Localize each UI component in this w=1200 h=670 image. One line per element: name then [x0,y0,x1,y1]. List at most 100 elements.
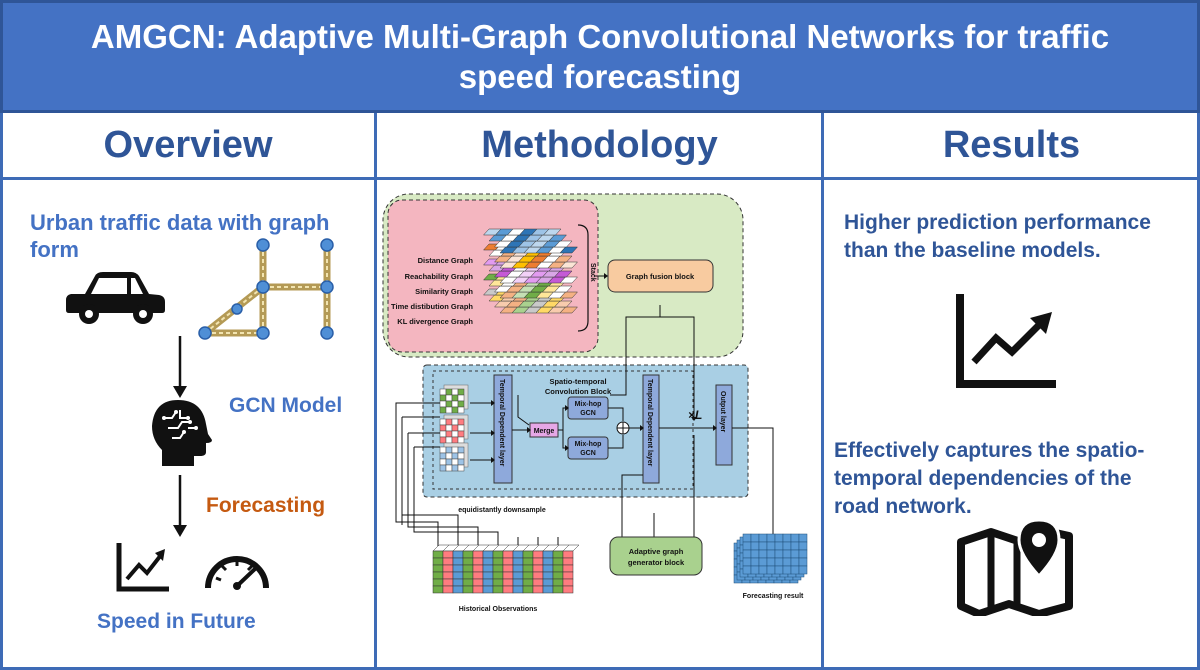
result-cell [766,557,776,567]
graph-cell [548,234,568,242]
history-cell [562,578,574,587]
history-cell [432,550,444,559]
result-cell [750,565,760,575]
input-grid-cell [457,452,465,460]
urban-traffic-line-2: form [30,237,79,262]
input-grid-cell [451,452,459,460]
input-grid-cell [457,400,465,408]
performance-chart-icon [956,294,1056,388]
overview-heading: Overview [0,113,376,180]
input-grid-cell [451,446,459,454]
history-cell [492,578,504,587]
graph-fusion-label: Graph fusion block [626,272,695,281]
merge-label: Merge [534,428,555,435]
adaptive-graph-block [609,536,703,576]
title-line-2: speed forecasting [458,57,742,95]
st-block-label-1: Spatio-temporal [549,377,606,386]
mixhop-1-label-1: Mix-hop [575,401,602,408]
history-cell [532,557,544,566]
result-1-line-2: than the baseline models. [844,239,1101,262]
history-cell [522,571,534,580]
history-cell [472,557,484,566]
input-grid-cell [445,446,453,454]
forecasting-label: Forecasting [206,494,326,517]
result-cell [750,557,760,567]
input-grid-cell [439,452,447,460]
result-2-line-3: road network. [834,495,972,518]
result-cell [742,549,752,559]
history-cell [482,557,494,566]
input-grid-cell [445,400,453,408]
input-grid-cell [439,394,447,402]
result-cell [766,541,776,551]
result-cell [790,549,800,559]
input-grid-cell [457,430,465,438]
input-grid-cell [457,388,465,396]
input-grids [439,384,469,472]
temporal-layer-1 [493,374,513,484]
input-grid-cell [445,458,453,466]
input-grid-cell [439,458,447,466]
history-cell [512,578,524,587]
forecast-result-label: Forecasting result [743,593,804,600]
result-cell [766,565,776,575]
car-icon [66,272,165,324]
history-cell [562,557,574,566]
graph-cell [553,300,573,308]
input-grid-cell [451,388,459,396]
input-grid-cell [445,406,453,414]
graph-cell [559,261,579,269]
input-grid-cell [445,464,453,472]
history-cell [432,564,444,573]
adaptive-label-2: generator block [628,558,685,567]
input-grid-cell [439,464,447,472]
result-cell [774,541,784,551]
input-grid-cell [445,436,453,444]
mixhop-1-label-2: GCN [580,410,596,417]
times-l-label: ×L [688,408,702,422]
history-cell [482,550,494,559]
result-cell [798,533,808,543]
history-cell [542,571,554,580]
map-pin-icon [957,520,1073,616]
history-cell [462,585,474,594]
history-slice [552,544,570,594]
history-cell [502,578,514,587]
graph-layer-5 [482,228,579,254]
methodology-heading: Methodology [376,113,823,180]
methodology-diagram: Distance Graph Reachability Graph Simila… [382,193,808,613]
stack-bracket [577,224,589,332]
input-grid-cell [445,424,453,432]
input-grid-cell [445,394,453,402]
input-grid-cell [445,388,453,396]
input-grid-cell [439,406,447,414]
history-cell [542,557,554,566]
history-slice [502,544,520,594]
history-cell [452,585,464,594]
history-cell [542,550,554,559]
downsample-label: equidistantly downsample [458,507,546,514]
results-heading: Results [823,113,1200,180]
history-cell [472,571,484,580]
urban-traffic-text: Urban traffic data with graph form [30,209,329,263]
forecast-result-tensor [733,533,808,584]
history-cell [532,571,544,580]
history-cell [492,550,504,559]
history-cell [502,550,514,559]
arrow-down-1 [173,336,187,398]
graph-cell [542,228,562,236]
history-cell [462,550,474,559]
result-cell [774,549,784,559]
output-layer [715,384,733,466]
result-cell [782,541,792,551]
history-cell [562,550,574,559]
history-cell [432,578,444,587]
column-divider-1 [374,113,377,670]
speed-future-label: Speed in Future [97,610,256,633]
graph-cell [559,291,579,299]
input-grid-cell [457,458,465,466]
history-slice [432,544,450,594]
input-grid-cell [439,436,447,444]
history-cell [562,564,574,573]
input-grid-cell [451,394,459,402]
